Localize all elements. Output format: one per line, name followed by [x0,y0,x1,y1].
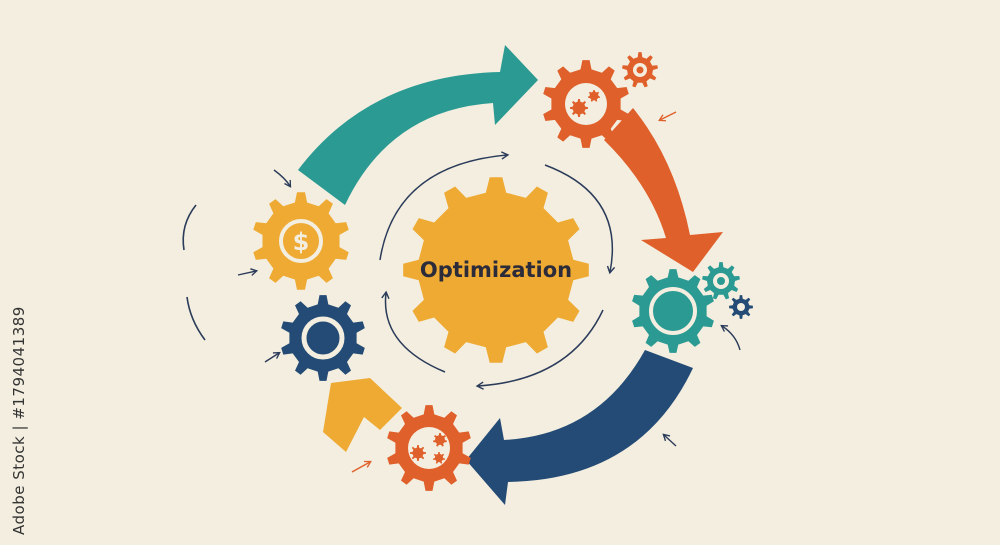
inner-cycle-arc [475,309,604,390]
central-gear-icon [403,177,589,363]
small-gear-icon [433,433,447,447]
gear-hole [717,277,725,285]
outer-arc [182,204,197,251]
small-gear-icon [588,90,600,102]
pointer-arrow [662,433,677,447]
inner-cycle-arc [379,151,510,261]
teal-gear-icon [632,269,714,353]
inner-cycle-arc [381,290,446,373]
outer-arc [186,296,206,341]
small-gear-icon [570,99,588,117]
center-label: Optimization [420,258,572,282]
gear-hole [636,66,644,74]
teal-arrow [298,45,538,205]
pointer-arrow [720,324,741,351]
pointer-arrow [351,460,372,473]
gear-hole [737,303,745,311]
dollar-icon: $ [293,228,310,256]
gear-ring [649,287,697,335]
yellow-gear-icon [253,192,349,290]
dollar-coin-ring [279,219,323,263]
small-gear-icon [410,445,426,461]
small-gear-icon [433,452,445,464]
navy-gear-icon [281,295,365,381]
inner-cycle-arc [544,164,616,275]
pointer-arrow [658,111,677,122]
pointer-arrow [264,351,281,363]
navy-arrow [466,350,693,505]
pointer-arrow [273,169,292,188]
yellow-arrow [323,378,402,452]
gear-ring [301,316,345,360]
side-text: Adobe Stock | #1794041389 [10,306,28,535]
pointer-arrow [237,268,259,276]
orange-arrow [604,108,723,272]
gear-inner-disc [565,83,607,125]
